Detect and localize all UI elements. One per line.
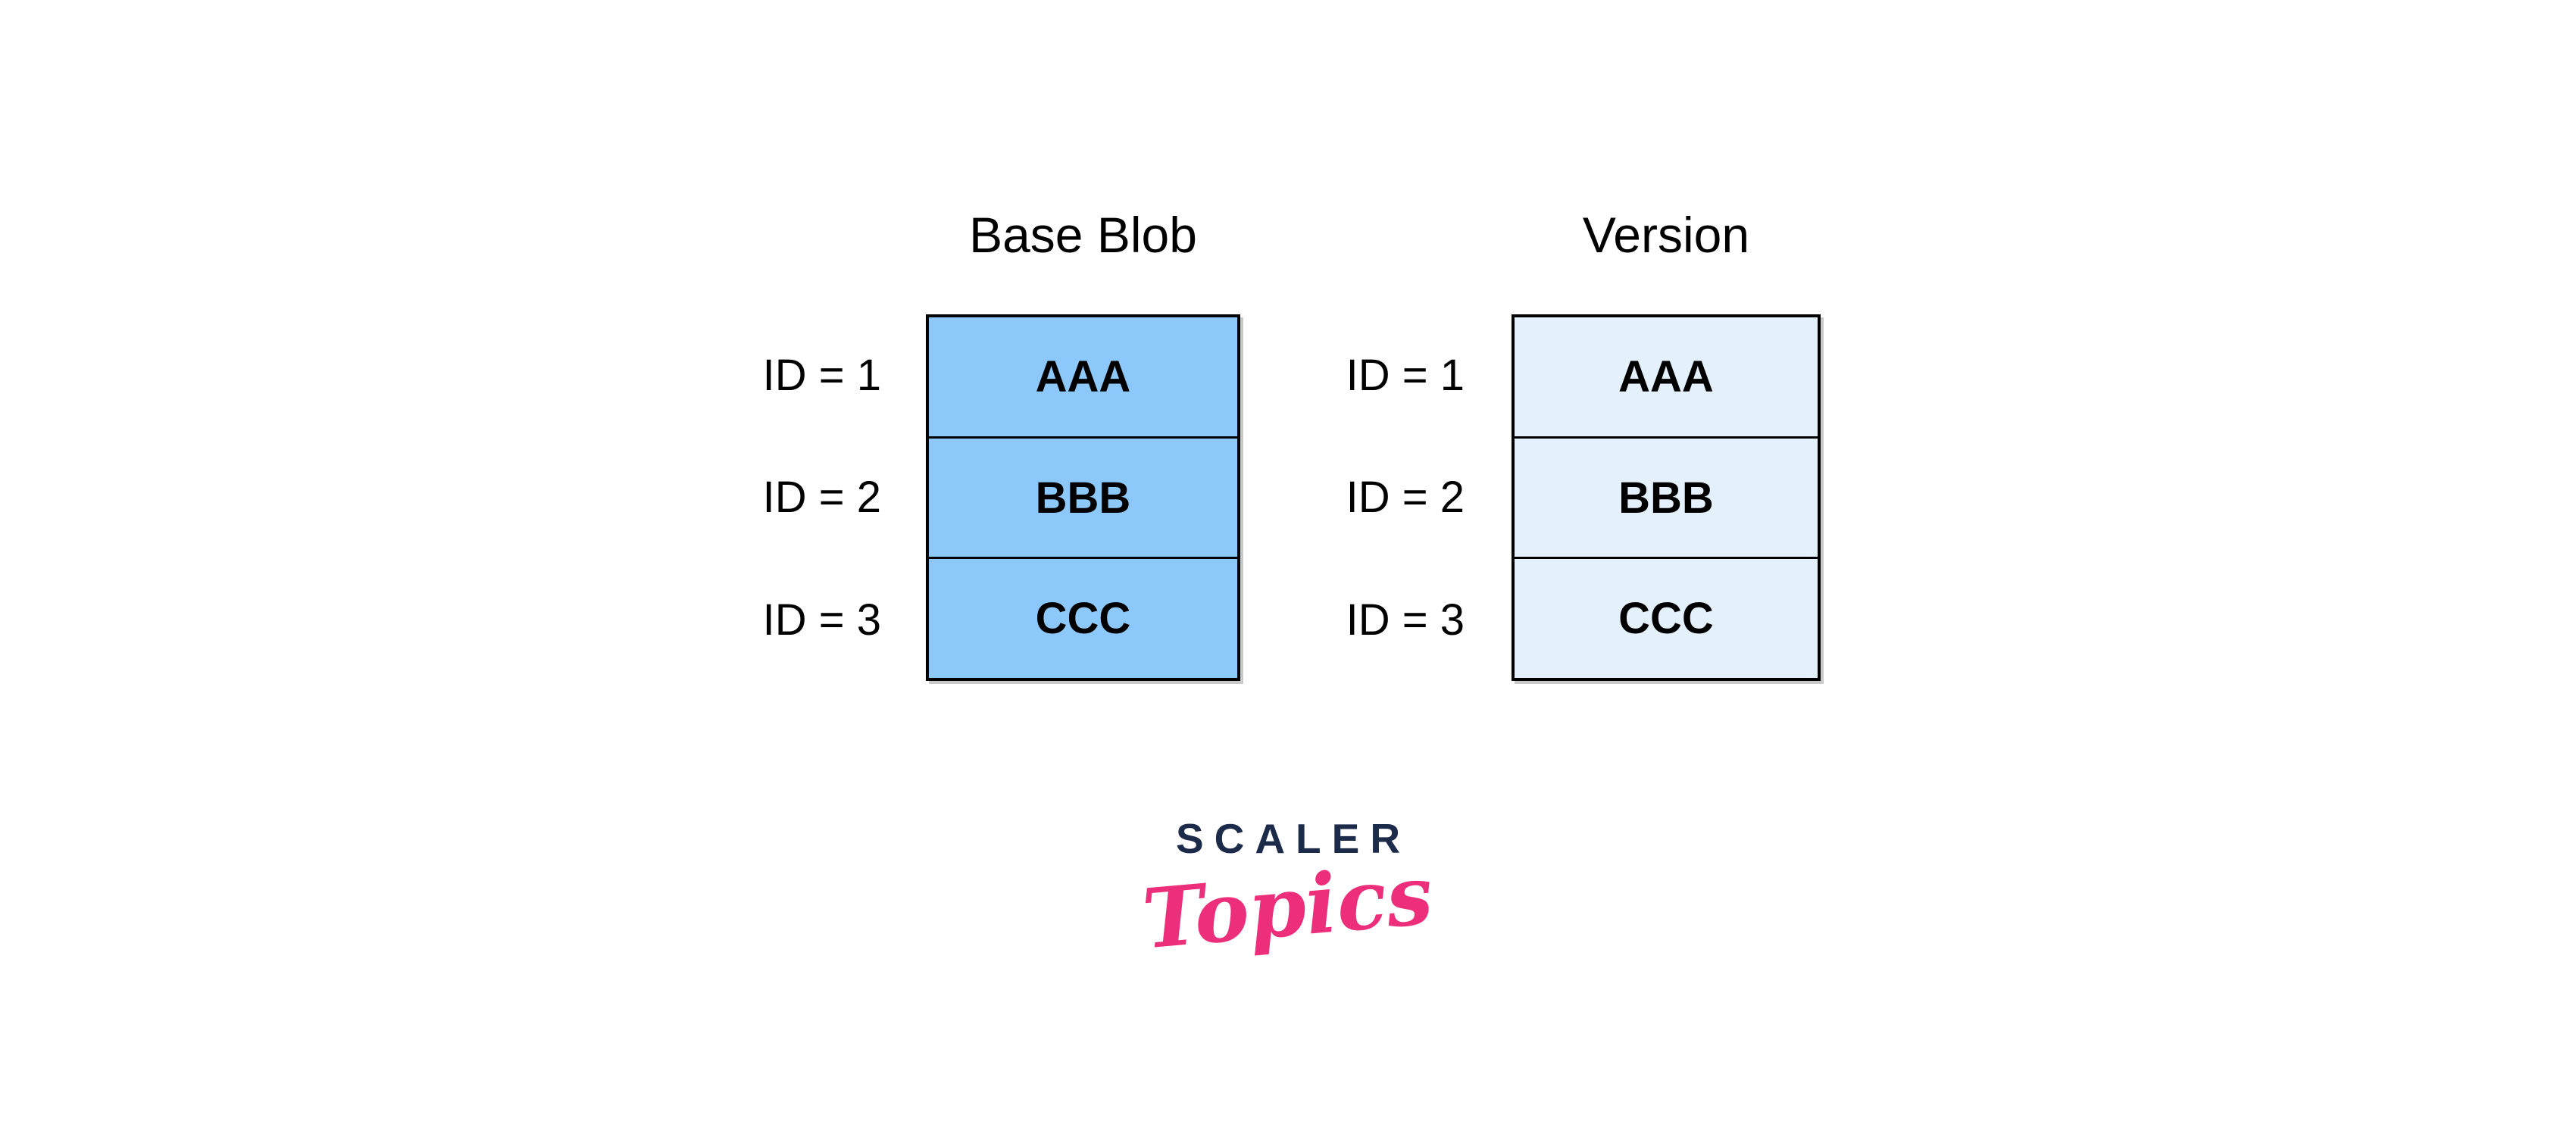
version-cell-1: AAA xyxy=(1515,317,1818,439)
base-blob-cell-3: CCC xyxy=(1035,594,1131,644)
base-blob-table: AAA BBB CCC xyxy=(926,314,1240,681)
scaler-logo-text: SCALER xyxy=(1175,815,1411,862)
base-blob-title: Base Blob xyxy=(969,207,1197,263)
version-id-label-3: ID = 3 xyxy=(1346,595,1465,645)
version-id-label-1: ID = 1 xyxy=(1346,351,1465,401)
version-cell-2: BBB xyxy=(1515,439,1818,560)
topics-logo-text: Topics xyxy=(1139,847,1437,968)
version-title: Version xyxy=(1582,207,1750,263)
base-blob-cell-2: BBB xyxy=(929,439,1237,560)
version-id-labels: ID = 1 ID = 2 ID = 3 xyxy=(1303,314,1465,681)
base-blob-cell-1: AAA xyxy=(929,317,1237,439)
version-id-label-2: ID = 2 xyxy=(1346,473,1465,523)
base-blob-id-label-2: ID = 2 xyxy=(762,473,881,523)
base-blob-id-label-3: ID = 3 xyxy=(762,595,881,645)
version-table: AAA BBB CCC xyxy=(1512,314,1821,681)
base-blob-id-label-1: ID = 1 xyxy=(762,351,881,401)
base-blob-id-labels: ID = 1 ID = 2 ID = 3 xyxy=(720,314,881,681)
version-cell-3: CCC xyxy=(1618,594,1714,644)
scaler-topics-logo: SCALER Topics xyxy=(1091,815,1485,967)
